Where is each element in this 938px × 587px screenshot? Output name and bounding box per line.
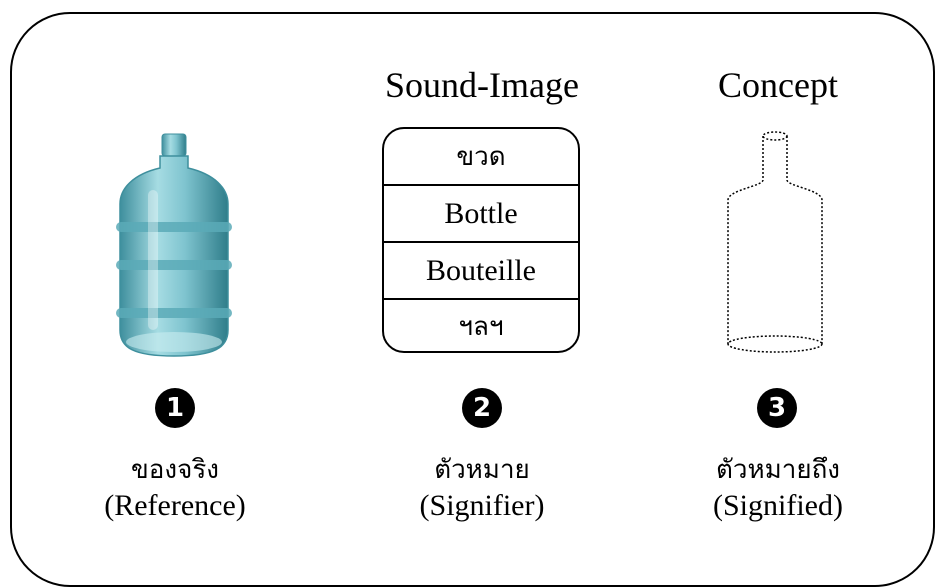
number-3-badge: 3 — [757, 388, 797, 428]
concept-title: Concept — [718, 65, 838, 105]
signified-thai-label: ตัวหมายถึง — [715, 455, 841, 485]
reference-english-label: (Reference) — [104, 489, 246, 522]
table-row: Bouteille — [384, 243, 578, 300]
signifier-thai-label: ตัวหมาย — [434, 455, 530, 485]
table-row: ฯลฯ — [458, 312, 504, 342]
signifier-table: ขวด Bottle Bouteille ฯลฯ — [382, 127, 580, 353]
signified-caption: ตัวหมายถึง (Signified) — [648, 452, 908, 524]
number-1-badge: 1 — [155, 388, 195, 428]
table-row: Bottle — [384, 186, 578, 243]
water-bottle-icon — [116, 133, 232, 357]
signifier-english-label: (Signifier) — [419, 489, 545, 522]
sound-image-title: Sound-Image — [385, 65, 579, 105]
reference-caption: ของจริง (Reference) — [45, 452, 305, 524]
table-row: ขวด — [384, 129, 578, 186]
signifier-caption: ตัวหมาย (Signifier) — [352, 452, 612, 524]
number-2-badge: 2 — [462, 388, 502, 428]
reference-thai-label: ของจริง — [131, 455, 219, 485]
signified-english-label: (Signified) — [713, 489, 843, 522]
concept-bottle-icon — [727, 131, 823, 353]
